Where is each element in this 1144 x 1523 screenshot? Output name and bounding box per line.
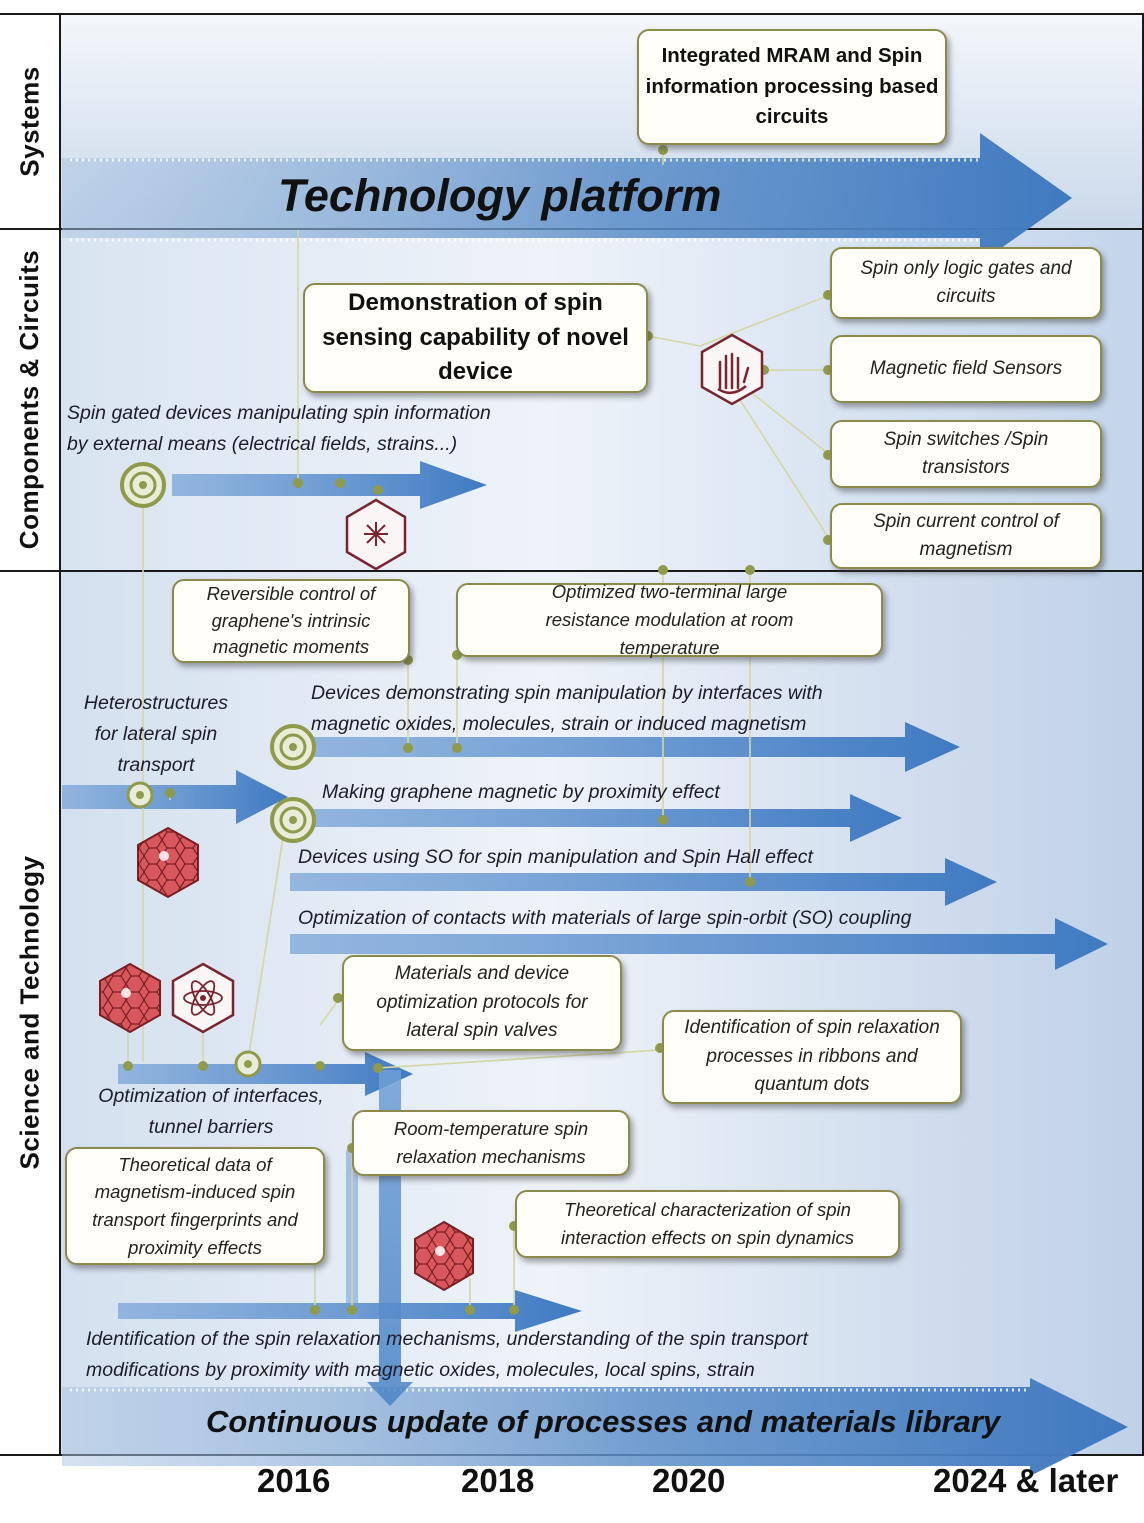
heterostructures-text-2: for lateral spin [94, 723, 218, 745]
making-magnetic-text: Making graphene magnetic by proximity ef… [322, 781, 720, 803]
fullerene-icon-hetero [137, 826, 199, 899]
technology-platform-banner: Technology platform [278, 170, 722, 221]
heterostructures-text-1: Heterostructures [83, 692, 229, 714]
optimization-interfaces-text-2: tunnel barriers [148, 1116, 274, 1138]
target-icon-hetero [126, 781, 154, 809]
demo-spin-sensing-box: Demonstration of spin sensing capability… [303, 283, 648, 393]
target-icon-interfaces-small [234, 1050, 262, 1078]
optimization-contacts-text: Optimization of contacts with materials … [298, 907, 912, 929]
fullerene-icon-interfaces [99, 962, 161, 1034]
spin-gated-text-2: by external means (electrical fields, st… [67, 433, 458, 455]
year-2018: 2018 [461, 1462, 535, 1499]
theoretical-data-box: Theoretical data of magnetism-induced sp… [65, 1147, 325, 1265]
making-magnetic-arrow [290, 794, 902, 842]
app-spin-switches-box: Spin switches /Spin transistors [830, 420, 1102, 488]
spin-gated-text-1: Spin gated devices manipulating spin inf… [67, 402, 491, 424]
identification-text-1: Identification of the spin relaxation me… [86, 1328, 808, 1350]
devices-interfaces-text-2: magnetic oxides, molecules, strain or in… [311, 713, 807, 735]
vertical-arrow [367, 1070, 413, 1406]
technology-platform-arrow [62, 133, 1072, 263]
lane-divider-components [0, 570, 1144, 572]
year-2020: 2020 [652, 1462, 726, 1499]
year-2016: 2016 [257, 1462, 331, 1499]
continuous-update-banner: Continuous update of processes and mater… [206, 1404, 1001, 1439]
devices-interfaces-arrow [290, 722, 960, 772]
room-temperature-box: Room-temperature spin relaxation mechani… [352, 1110, 630, 1176]
top-border [0, 13, 1144, 15]
fullerene-icon-identification [414, 1220, 474, 1292]
target-icon-interfaces [270, 724, 316, 770]
hand-hexagon-icon [700, 333, 764, 406]
target-icon-components [120, 462, 166, 508]
heterostructures-arrow [62, 770, 288, 824]
optimization-interfaces-arrow [118, 1052, 413, 1096]
devices-so-arrow [290, 858, 997, 906]
target-icon-magnetic [270, 797, 316, 843]
right-border [1142, 13, 1144, 1454]
optimized-two-terminal-box: Optimized two-terminal large resistance … [456, 581, 883, 658]
app-field-sensors-box: Magnetic field Sensors [830, 335, 1102, 403]
systems-box-mram: Integrated MRAM and Spin information pro… [637, 29, 947, 145]
optimization-interfaces-text-1: Optimization of interfaces, [98, 1085, 324, 1107]
identification-ribbons-box: Identification of spin relaxation proces… [662, 1010, 962, 1104]
theoretical-characterization-box: Theoretical characterization of spin int… [515, 1190, 900, 1258]
label-column-border [59, 13, 61, 1454]
continuous-update-arrow [62, 1378, 1128, 1476]
materials-protocols-box: Materials and device optimization protoc… [342, 955, 622, 1051]
app-logic-gates-box: Spin only logic gates and circuits [830, 247, 1102, 319]
devices-so-text: Devices using SO for spin manipulation a… [298, 846, 813, 868]
devices-interfaces-text-1: Devices demonstrating spin manipulation … [311, 682, 823, 704]
reversible-control-box: Reversible control of graphene's intrins… [172, 579, 410, 663]
app-spin-current-box: Spin current control of magnetism [830, 503, 1102, 569]
spin-gated-arrow [172, 461, 487, 509]
star-hexagon-icon [345, 498, 407, 571]
year-2024-later: 2024 & later [933, 1462, 1119, 1499]
heterostructures-text-3: transport [117, 754, 195, 776]
atom-hexagon-icon [171, 962, 235, 1034]
identification-text-2: modifications by proximity with magnetic… [86, 1359, 755, 1381]
optimization-contacts-arrow [290, 918, 1108, 970]
